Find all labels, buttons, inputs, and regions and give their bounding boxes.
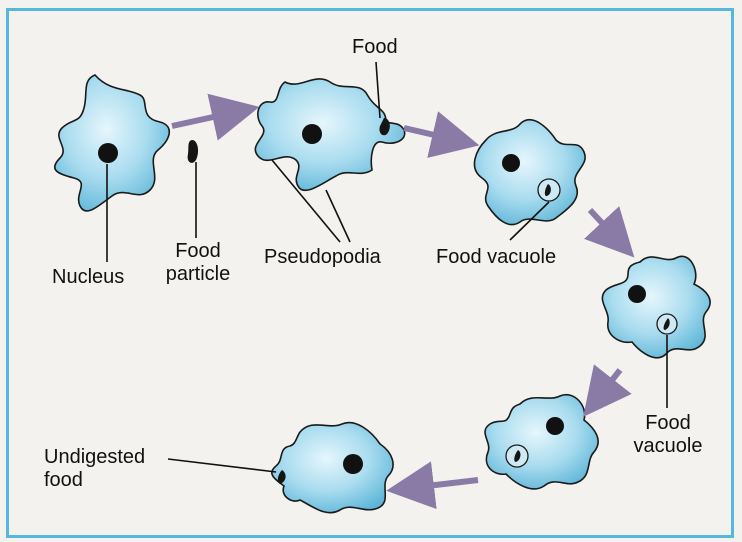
arrow-2-to-3 — [404, 128, 456, 140]
amoeba-4-body — [602, 256, 710, 357]
leader-pseudopodia-right — [326, 190, 350, 242]
arrow-5-to-6 — [410, 480, 478, 488]
amoeba-3-body — [474, 120, 585, 225]
label-undigested-food: Undigested food — [44, 446, 145, 492]
label-pseudopodia: Pseudopodia — [264, 246, 381, 269]
label-food-top: Food — [352, 36, 398, 59]
amoeba-2-nucleus — [302, 124, 322, 144]
amoeba-stage-3 — [474, 120, 585, 225]
label-undigested-food-line1: Undigested — [44, 446, 145, 469]
amoeba-stage-1 — [55, 75, 170, 211]
amoeba-5-body — [485, 395, 598, 489]
label-food-vacuole-1: Food vacuole — [436, 246, 556, 269]
leader-undigested-food — [168, 459, 276, 472]
food-particle — [188, 140, 198, 163]
amoeba-3-nucleus — [502, 154, 520, 172]
label-food-vacuole-2: Food vacuole — [628, 412, 708, 458]
label-food-particle: Food particle — [160, 240, 236, 286]
amoeba-stage-6 — [272, 423, 393, 513]
arrow-3-to-4 — [590, 210, 618, 240]
amoeba-stage-2 — [255, 79, 404, 190]
amoeba-stage-4 — [602, 256, 710, 357]
amoeba-stage-5 — [485, 395, 598, 489]
arrow-4-to-5 — [598, 370, 620, 398]
label-food-particle-line2: particle — [160, 263, 236, 286]
amoeba-4-nucleus — [628, 285, 646, 303]
label-food-vacuole-2-line2: vacuole — [628, 435, 708, 458]
amoeba-1-nucleus — [98, 143, 118, 163]
label-food-vacuole-2-line1: Food — [628, 412, 708, 435]
label-food-particle-line1: Food — [160, 240, 236, 263]
arrow-1-to-2 — [172, 112, 236, 126]
amoeba-5-nucleus — [546, 417, 564, 435]
amoeba-6-nucleus — [343, 454, 363, 474]
amoeba-6-body — [272, 423, 393, 513]
amoeba-1-body — [55, 75, 170, 211]
label-undigested-food-line2: food — [44, 469, 145, 492]
label-nucleus: Nucleus — [52, 266, 124, 289]
